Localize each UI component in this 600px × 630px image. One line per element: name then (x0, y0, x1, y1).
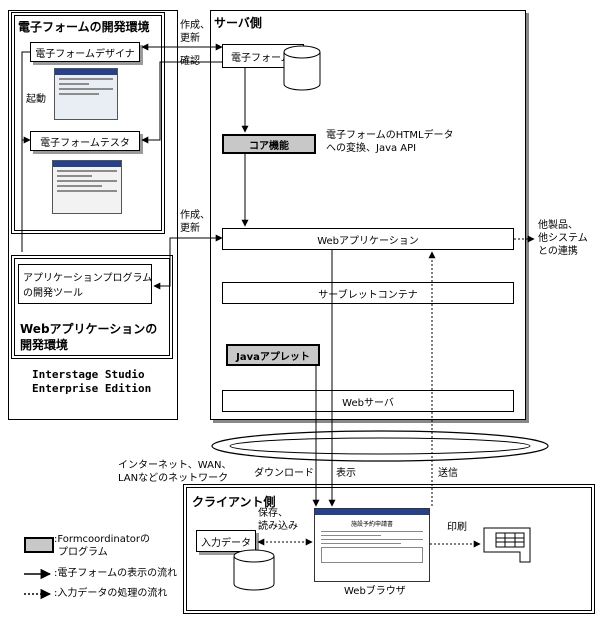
create-update-label-1-line2: 更新 (180, 33, 200, 44)
core-desc-line1: 電子フォームのHTMLデータ (326, 130, 454, 141)
create-update-label-2-line2: 更新 (180, 223, 200, 234)
network-label-line1: インターネット、WAN、 (118, 460, 232, 471)
download-label: ダウンロード (254, 468, 314, 479)
input-data-database-icon (233, 549, 275, 591)
product-name-line1: Interstage Studio (32, 368, 145, 381)
product-name-line2: Enterprise Edition (32, 382, 152, 395)
eform-database-icon (283, 45, 321, 91)
app-dev-tools-line2: の開発ツール (23, 288, 83, 299)
other-systems-line1: 他製品、 (538, 220, 578, 231)
java-applet-box: Javaアプレット (226, 344, 320, 366)
app-dev-tools-line1: アプリケーションプログラム (23, 273, 153, 284)
create-update-label-2-line1: 作成、 (180, 210, 210, 221)
eform-designer-box: 電子フォームデザイナ (30, 42, 140, 62)
input-data-box: 入力データ (196, 530, 256, 552)
designer-screenshot (54, 68, 118, 120)
other-systems-line2: 他システム (538, 233, 588, 244)
core-function-box: コア機能 (222, 134, 316, 154)
display-label: 表示 (336, 468, 356, 479)
legend-solid-flow: :電子フォームの表示の流れ (54, 568, 178, 579)
legend-program-line2: プログラム (58, 547, 108, 558)
form-title: 施設予約申請書 (350, 521, 393, 528)
save-load-line1: 保存、 (258, 508, 288, 519)
app-dev-tools-box: アプリケーションプログラム の開発ツール (18, 264, 152, 304)
create-update-label-1-line1: 作成、 (180, 20, 210, 31)
network-label-line2: LANなどのネットワーク (118, 473, 229, 484)
legend-program-swatch (24, 537, 54, 553)
tester-screenshot (52, 160, 122, 214)
servlet-container-box: サーブレットコンテナ (222, 282, 514, 304)
web-server-box: Webサーバ (222, 390, 514, 412)
print-label: 印刷 (447, 522, 467, 533)
web-dev-env-title-line1: Webアプリケーションの (20, 322, 158, 336)
printed-sheet-icon (483, 527, 531, 563)
save-load-line2: 読み込み (258, 521, 298, 532)
send-label: 送信 (438, 468, 458, 479)
launch-label: 起動 (26, 94, 46, 105)
legend-program-line1: :Formcoordinatorの (54, 534, 150, 545)
web-browser-window: 施設予約申請書 (314, 508, 430, 582)
client-side-title: クライアント側 (192, 495, 276, 509)
server-side-title: サーバ側 (214, 16, 262, 30)
web-dev-env-title-line2: 開発環境 (20, 338, 69, 352)
network-cloud-icon (211, 430, 549, 462)
eform-dev-env-title: 電子フォームの開発環境 (18, 20, 150, 34)
other-systems-line3: との連携 (538, 246, 578, 257)
web-browser-label: Webブラウザ (344, 586, 406, 597)
legend-dotted-flow: :入力データの処理の流れ (54, 588, 168, 599)
core-desc-line2: への変換、Java API (326, 143, 417, 154)
